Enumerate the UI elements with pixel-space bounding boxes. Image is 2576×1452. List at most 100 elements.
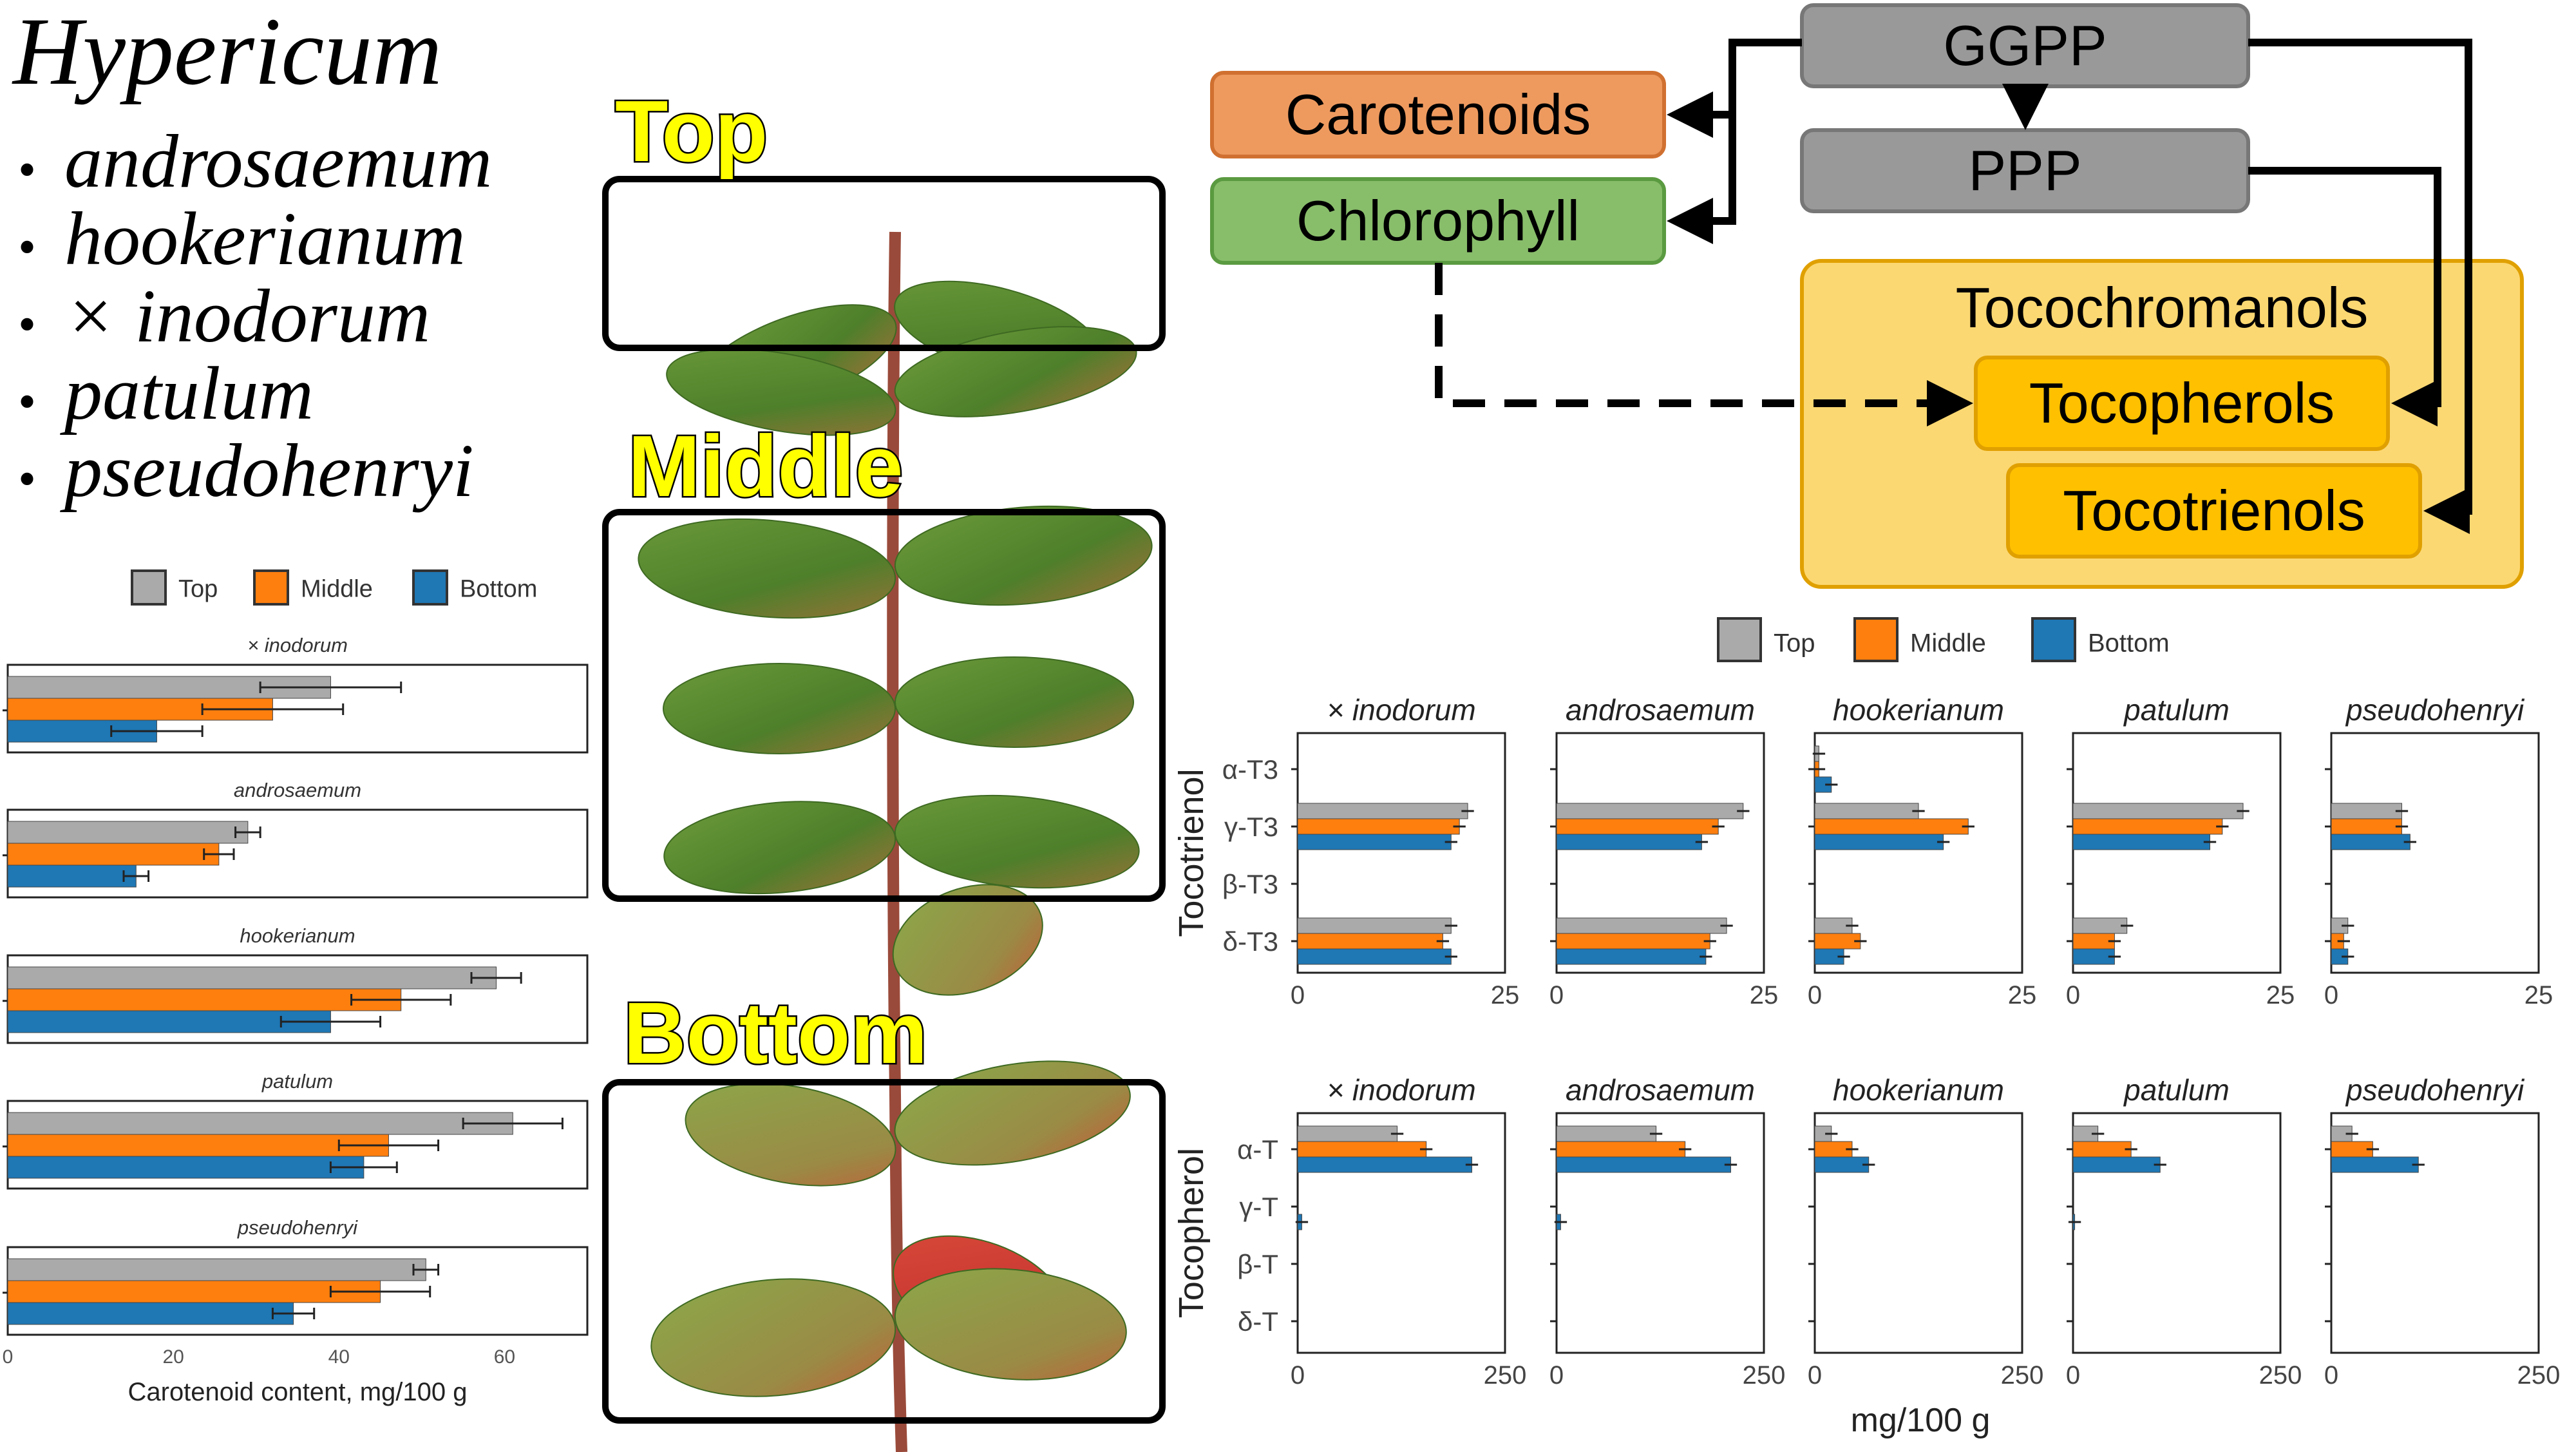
tocotrienol-y-axis-label: Tocotrienol — [1172, 769, 1211, 937]
tocotrienol-bar — [1297, 834, 1452, 850]
tocopherol-x-tick-label: 250 — [2517, 1361, 2561, 1390]
tocopherol-x-tick-label: 250 — [1743, 1361, 1786, 1390]
species-name: patulum — [60, 351, 314, 435]
carotenoid-bar — [7, 966, 497, 989]
legend-swatch — [412, 569, 448, 606]
carotenoid-bar — [7, 1112, 513, 1135]
tocotrienol-bar — [1556, 948, 1707, 965]
legend-label: Bottom — [460, 576, 537, 603]
tocotrienol-bar — [1297, 948, 1452, 965]
tocopherol-bar — [1297, 1125, 1398, 1142]
species-list: •androsaemum•hookerianum•× inodorum•patu… — [18, 119, 492, 513]
legend-swatch — [131, 569, 167, 606]
tocotrienol-bar — [1814, 803, 1919, 819]
leaf — [892, 884, 1043, 996]
tocopherol-category-label: β-T — [1237, 1249, 1278, 1279]
carotenoid-x-tick-label: 40 — [328, 1346, 350, 1368]
tocotrienol-x-tick-label: 0 — [1549, 981, 1564, 1009]
tocopherol-x-tick-label: 0 — [2324, 1361, 2338, 1390]
tocotrienol-panel-frame — [2330, 732, 2540, 974]
species-bullet: • — [18, 142, 36, 198]
tocopherol-x-tick-label: 0 — [1549, 1361, 1564, 1390]
tocotrienol-bar — [1297, 803, 1468, 819]
tocotrienol-category-label: γ-T3 — [1224, 812, 1278, 842]
species-name: pseudohenryi — [60, 428, 474, 513]
tocotrienol-panel-title: patulum — [2123, 693, 2230, 727]
legend-label: Top — [1774, 629, 1815, 657]
legend-label: Top — [178, 576, 218, 603]
tocopherol-x-tick-label: 0 — [1808, 1361, 1822, 1390]
tocotrienol-bar — [2072, 917, 2128, 934]
tocopherol-bar — [1556, 1125, 1657, 1142]
carotenoid-bar — [7, 1302, 294, 1325]
tocotrienol-bar — [1297, 818, 1460, 835]
tocopherol-panel-title: androsaemum — [1566, 1073, 1755, 1107]
legend-swatch — [1853, 617, 1899, 662]
tocotrienol-panel-title: hookerianum — [1833, 693, 2004, 727]
section-frame — [602, 176, 1166, 351]
carotenoid-bar — [7, 843, 220, 866]
chlorophyll-label: Chlorophyll — [1296, 189, 1580, 253]
tocopherol-panel-title: hookerianum — [1833, 1073, 2004, 1107]
leaf — [638, 518, 896, 619]
carotenoid-bar — [7, 1156, 365, 1179]
tocopherol-bar — [2331, 1156, 2419, 1173]
tocopherol-x-tick-label: 0 — [2066, 1361, 2080, 1390]
tocotrienol-panel-title: androsaemum — [1566, 693, 1755, 727]
tocotrienol-panel-title: × inodorum — [1327, 693, 1475, 727]
tocopherol-x-axis-label: mg/100 g — [1851, 1402, 1991, 1439]
tocotrienol-x-tick-label: 0 — [1808, 981, 1822, 1009]
legend-label: Middle — [301, 576, 373, 603]
pathway-diagram: TocochromanolsGGPPPPPCarotenoidsChloroph… — [1210, 3, 2524, 589]
ggpp-label: GGPP — [1943, 14, 2107, 77]
leaf — [666, 348, 896, 436]
leaf — [650, 1278, 896, 1397]
tocotrienol-x-tick-label: 25 — [2524, 981, 2553, 1009]
leaf — [894, 1060, 1131, 1166]
leaf — [894, 794, 1140, 889]
legend-swatch — [2031, 617, 2076, 662]
carotenoid-x-tick-label: 0 — [3, 1346, 14, 1368]
tocopherol-category-label: δ-T — [1238, 1306, 1278, 1337]
tocopherol-x-tick-label: 250 — [1484, 1361, 1527, 1390]
tocotrienol-bar — [1556, 917, 1727, 934]
tocotrienol-x-tick-label: 0 — [2324, 981, 2338, 1009]
ppp-label: PPP — [1968, 139, 2081, 202]
tocotrienol-bar — [2072, 803, 2244, 819]
tocopherol-bar — [1297, 1156, 1472, 1173]
species-bullet: • — [18, 451, 36, 508]
tocotrienol-bar — [1297, 917, 1452, 934]
legend-label: Middle — [1910, 629, 1986, 657]
tocopherol-bar — [2331, 1141, 2373, 1158]
section-label: Bottom — [623, 984, 927, 1082]
carotenoid-bar — [7, 865, 137, 888]
tocotrienol-bar — [1556, 933, 1710, 950]
tocotrienol-bar — [2072, 948, 2115, 965]
tocotrienol-category-label: β-T3 — [1222, 869, 1278, 899]
carotenoid-panel-title: pseudohenryi — [237, 1216, 358, 1239]
carotenoid-bar — [7, 1258, 426, 1281]
species-name: androsaemum — [64, 119, 492, 204]
tocotrienol-x-tick-label: 0 — [2066, 981, 2080, 1009]
tocopherol-bar — [2072, 1141, 2132, 1158]
tocopherol-bar — [1297, 1141, 1427, 1158]
carotenoid-panel-title: patulum — [261, 1070, 333, 1093]
leaf — [894, 1268, 1127, 1380]
tocotrienol-bar — [1556, 834, 1702, 850]
tocopherol-category-label: α-T — [1237, 1134, 1278, 1165]
tocopherol-x-tick-label: 250 — [2001, 1361, 2044, 1390]
tocotrienol-bar — [1814, 834, 1944, 850]
tocopherol-bar — [1814, 1156, 1870, 1173]
tocopherol-panel-title: × inodorum — [1327, 1073, 1475, 1107]
arrow-ppp-tocopherols — [2248, 167, 2441, 426]
carotenoid-bar — [7, 1280, 381, 1303]
tocotrienol-panel-title: pseudohenryi — [2345, 693, 2525, 727]
tocotrienol-bar — [2072, 818, 2223, 835]
legend-swatch — [253, 569, 289, 606]
tocopherol-bar — [1556, 1156, 1731, 1173]
tocopherols-label: Tocopherols — [2029, 371, 2335, 435]
species-panel: Hypericum •androsaemum•hookerianum•× ino… — [12, 0, 492, 513]
